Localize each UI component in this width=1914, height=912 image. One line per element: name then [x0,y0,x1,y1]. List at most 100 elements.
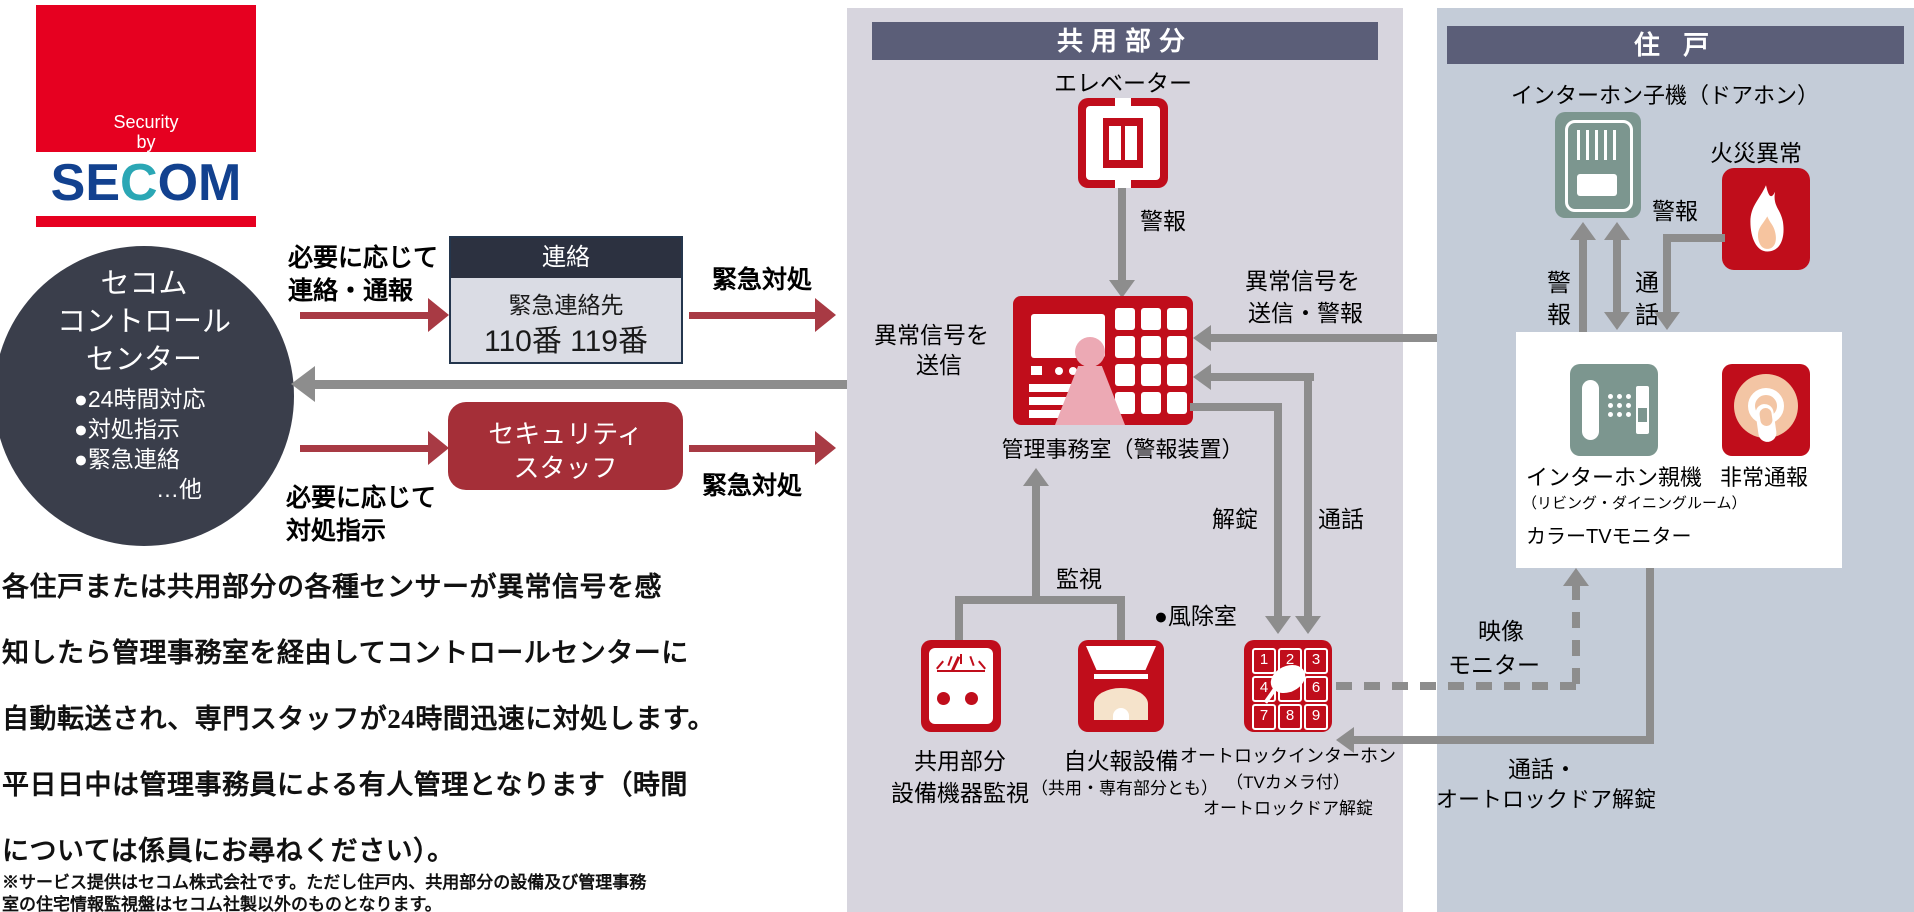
signal-hline [1211,334,1493,342]
fire-vline [1663,234,1671,314]
contact-box-header: 連絡 [451,238,681,278]
talk-head-down [1295,616,1321,634]
doorphone-label: インターホン子機（ドアホン） [1510,83,1819,108]
key-8: 8 [1278,704,1302,730]
video-dash-v [1572,584,1580,688]
logo-tagline-1: Security [113,112,179,132]
monitor-drop-right [1117,596,1125,642]
autolock-label-1: オートロックインターホン [1180,746,1396,766]
cc-title-3: センター [85,344,202,376]
talkv-down-head [1604,312,1630,330]
alarm-up-head [1570,222,1596,240]
talk-head-left [1193,364,1211,390]
master-label-1: インターホン親機 [1526,465,1703,490]
arrow-contact-out-shaft [689,312,815,319]
description-line3: 自動転送され、専門スタッフが24時間迅速に対処します。 [2,704,716,734]
unlock-head [1265,616,1291,634]
person-head [1075,337,1105,367]
office-label: 管理事務室（警報装置） [1001,437,1244,462]
video-head-up [1563,568,1589,586]
need-direct-line1: 必要に応じて [286,484,437,512]
elevator-icon [1078,98,1168,188]
talk-unlock-label-2: オートロックドア解錠 [1436,787,1657,812]
master-label-2: （リビング・ダイニングルーム） [1522,495,1747,512]
footnote-line2: 室の住宅情報監視盤はセコム社製以外のものとなります。 [2,895,442,912]
video-dash-h [1336,682,1576,690]
talkv-up-head [1604,222,1630,240]
key-9: 9 [1304,704,1328,730]
talk-label: 通話 [1318,506,1364,532]
logo-red-square [36,5,256,152]
common-area-header: 共用部分 [872,22,1378,60]
control-center-circle: セコム コントロール センター ●24時間対応 ●対処指示 ●緊急連絡 …他 [0,246,294,546]
arrow-to-staff-shaft [300,445,428,452]
need-contact-line1: 必要に応じて [288,244,439,272]
talkv-vline [1613,238,1621,314]
arrow-to-contact-head [428,298,449,332]
windbreak-label: ●風除室 [1154,603,1237,629]
logo-red-strip [36,216,256,227]
autolock-label-2: （TVカメラ付） [1226,773,1350,792]
autolock-label-3: オートロックドア解錠 [1203,799,1373,818]
monitor-stem [1032,484,1040,600]
doorphone-icon [1555,112,1641,218]
fire-system-label-1: 自火報設備 [1063,748,1179,774]
fire-abnormal-label: 火災異常 [1710,140,1802,166]
emergency-response-bottom: 緊急対処 [702,472,803,500]
office-panel-icon [1013,296,1193,425]
elevator-label: エレベーター [1054,70,1192,96]
cc-title-1: セコム [100,268,188,300]
signal-send-line2: 送信 [916,352,962,378]
equipment-label-2: 設備機器監視 [891,780,1029,806]
need-contact-line2: 連絡・通報 [288,277,414,305]
master-intercom-icon [1570,364,1658,456]
unlock-vline [1274,403,1282,618]
autolock-intercom-icon: 1 2 3 4 5 6 7 8 9 [1244,640,1332,732]
fire-down-head [1654,312,1680,330]
emergency-response-top: 緊急対処 [712,266,813,294]
unlock-label: 解錠 [1212,506,1258,532]
monitor-head-up [1023,468,1049,486]
monitor-hbar [955,596,1125,604]
contact-box-line2: 110番 119番 [484,325,648,358]
master-label-3: カラーTVモニター [1526,526,1692,548]
fire-alarm-system-icon [1078,640,1164,732]
emergency-button-icon [1722,364,1810,456]
logo-wordmark: SECOM [36,153,256,215]
cc-etc: …他 [156,476,202,502]
contact-box-line1: 緊急連絡先 [508,292,624,318]
staff-line2: スタッフ [513,453,618,483]
logo-letters-om: OM [157,154,242,212]
description-line5: については係員にお尋ねください）。 [2,836,455,866]
arrow-to-staff-head [428,431,449,465]
description-line2: 知したら管理事務室を経由してコントロールセンターに [2,638,689,668]
fire-hline [1663,234,1725,242]
arrow-staff-out-head [815,431,836,465]
elevator-alarm-head [1109,280,1135,298]
arrow-staff-out-shaft [689,445,815,452]
flame-graphic [1750,185,1784,252]
logo-letters-se: SE [50,154,121,212]
video-label-1: 映像 [1478,618,1524,644]
elevator-alarm-line [1118,188,1126,282]
footnote-line1: ※サービス提供はセコム株式会社です。ただし住戸内、共用部分の設備及び管理事務 [2,873,647,892]
monitor-drop-left [955,596,963,642]
elevator-alarm-label: 警報 [1140,208,1186,234]
key-3: 3 [1304,648,1328,674]
master-unit-box: インターホン親機 非常通報 （リビング・ダイニングルーム） カラーTVモニター [1516,332,1842,568]
security-staff-box: セキュリティ スタッフ [448,402,683,490]
alarm-vline [1579,238,1587,332]
contact-box: 連絡 緊急連絡先 110番 119番 [449,236,683,364]
arrow-contact-out-head [815,298,836,332]
talk-hline [1211,373,1314,381]
logo-letter-c: C [120,154,158,212]
residence-header: 住 戸 [1447,26,1904,64]
report-line-shaft [313,380,1013,389]
talk-vline [1304,373,1312,618]
description-line4: 平日日中は管理事務員による有人管理となります（時間 [2,770,688,800]
report-line-head [291,366,315,402]
emergency-call-label: 非常通報 [1720,465,1809,490]
staff-line1: セキュリティ [488,419,643,449]
signal-send-line1: 異常信号を [874,322,989,348]
